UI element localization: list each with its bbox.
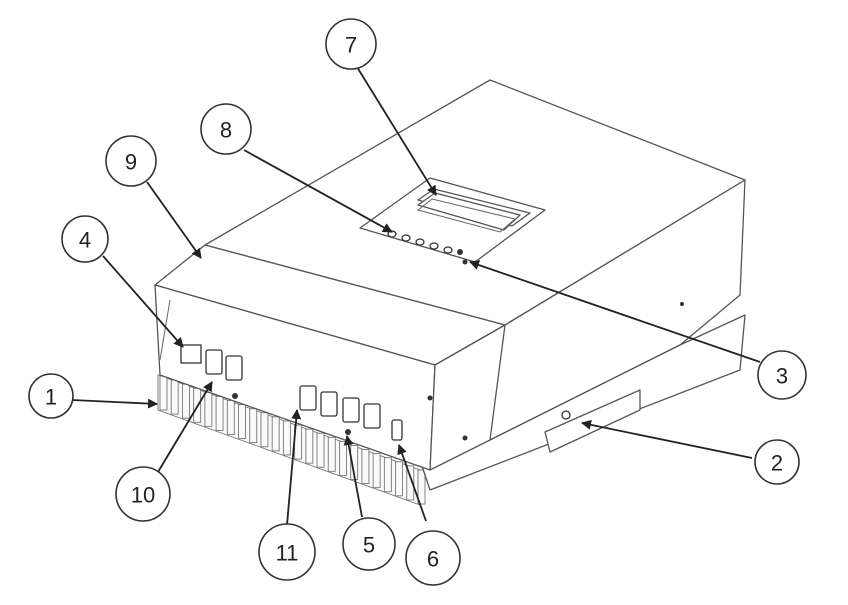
callout-11: 11 [258,523,316,581]
leader-2 [581,419,753,459]
leader-5 [343,435,363,518]
rj-port-icon [299,385,317,411]
callout-1: 1 [28,373,74,419]
mounting-hole-icon [561,410,571,420]
heatsink-fin [215,395,224,431]
rj-port-icon [320,391,338,417]
heatsink-fin [181,383,190,419]
heatsink-fin [249,408,258,444]
lcd-screen [416,198,517,233]
callout-3-label: 3 [776,364,788,389]
callout-1-label: 1 [45,385,57,410]
heatsink-fin [260,412,269,448]
rj-port-icon [363,403,381,429]
keypad-buttons [387,230,468,265]
heatsink-fin [159,375,168,411]
heatsink-fin [339,440,347,476]
heatsink-fin [238,404,246,440]
heatsink-fin [417,469,426,505]
callout-6: 6 [405,530,461,586]
heatsink-fin [282,420,291,456]
heatsink-fin [271,416,280,452]
heatsink-fin [226,400,235,435]
callout-6-label: 6 [427,547,439,572]
heatsink-fin [395,461,404,497]
callout-7-label: 7 [345,33,357,58]
screw-icon [345,429,351,435]
callout-10-label: 10 [131,483,155,508]
callout-10: 10 [115,466,171,522]
rj-port-icon [342,397,360,423]
leader-4 [102,255,184,348]
heatsink-fin [372,453,381,489]
heatsink-fin [327,436,336,472]
callout-7: 7 [325,18,377,70]
leader-1 [71,398,158,409]
led-indicator-icon [457,249,463,255]
terminal-box-side [429,324,506,471]
leader-6 [397,444,427,522]
leader-10 [157,381,213,473]
screw-icon [680,302,684,306]
leader-11 [286,409,302,526]
callout-3: 3 [757,350,807,400]
key-button-icon [429,242,439,250]
heatsink-fin [316,432,325,468]
leader-9 [146,181,202,259]
heatsink-fin [383,457,392,493]
callout-9-label: 9 [125,150,137,175]
rj-port-icon [205,349,223,375]
callout-5: 5 [342,517,396,571]
callout-4-label: 4 [79,228,91,253]
callout-8: 8 [200,103,252,155]
callout-9: 9 [105,135,157,187]
leader-3 [469,260,761,363]
callout-4: 4 [61,215,109,263]
callout-5-label: 5 [363,533,375,558]
comm-port-icon [180,344,202,364]
leader-8 [243,149,393,233]
key-button-icon [401,234,411,242]
key-button-icon [415,238,425,246]
heatsink-fin [170,379,179,415]
left-port-group [180,344,243,399]
callout-2: 2 [754,439,800,485]
right-port-group [299,302,684,441]
callout-11-label: 11 [276,541,299,566]
callout-2-label: 2 [771,451,783,476]
leader-lines [71,66,761,526]
usb-port-icon [391,419,403,441]
screw-icon [462,435,468,441]
key-button-icon [443,246,453,254]
rj-port-icon [225,355,243,381]
heatsink-fin [305,428,314,464]
heatsink-fin [361,449,370,485]
heatsink-fin [204,391,213,427]
callout-8-label: 8 [220,118,232,143]
screw-icon [427,395,433,401]
mounting-bracket [544,389,641,453]
screw-icon [232,393,238,399]
heatsink-fin [406,465,415,501]
leader-7 [356,66,437,196]
led-indicator-icon [462,259,468,265]
